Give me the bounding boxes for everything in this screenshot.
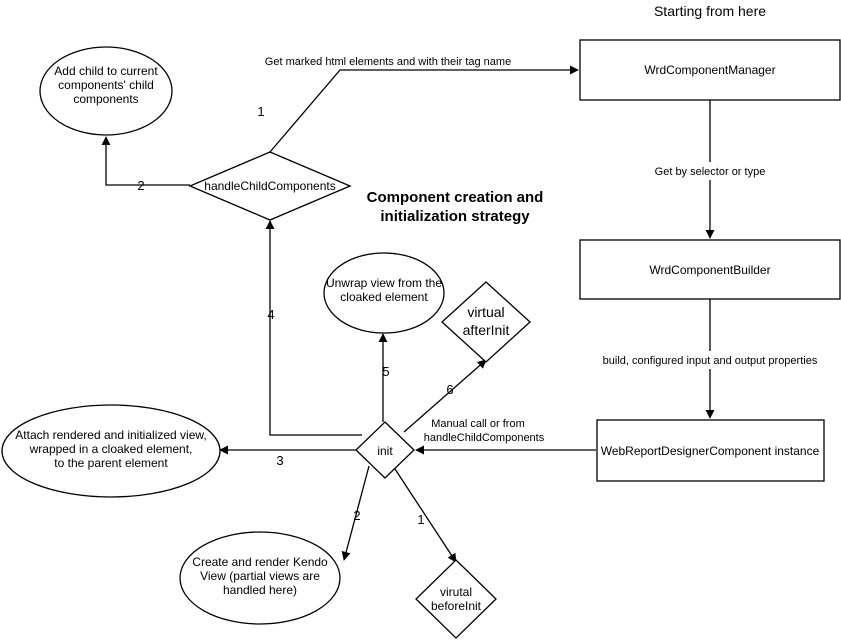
node-label-instance: WebReportDesignerComponent instance — [601, 444, 820, 458]
node-label-before-init-line2: beforeInit — [431, 599, 482, 613]
node-virtual-after-init — [441, 281, 531, 363]
node-label-unwrap-line2: cloaked element — [340, 290, 428, 304]
node-label-create-line2: View (partial views are — [200, 569, 320, 583]
node-label-after-init-line2: afterInit — [463, 322, 510, 338]
node-label-builder: WrdComponentBuilder — [649, 263, 770, 277]
node-label-attach-line1: Attach rendered and initialized view, — [15, 428, 206, 442]
diagram-title-line2: initialization strategy — [380, 208, 530, 225]
node-add-child — [39, 46, 173, 136]
edge-label-manual-call-line2: handleChildComponents — [424, 432, 545, 444]
node-attach-view — [1, 404, 221, 498]
node-create-kendo-view — [179, 531, 341, 625]
node-unwrap-view — [323, 252, 445, 334]
step-label-init-3: 3 — [276, 453, 283, 468]
node-label-manager: WrdComponentManager — [644, 63, 775, 77]
node-label-attach-line3: to the parent element — [54, 456, 168, 470]
edge-label-manual-call-line1: Manual call or from — [431, 418, 525, 430]
edge-step-2 — [341, 465, 370, 561]
node-label-add-child-line1: Add child to current — [54, 64, 158, 78]
step-label-hc-2: 2 — [137, 178, 144, 193]
node-label-create-line3: handled here) — [223, 583, 297, 597]
edge-step-1 — [392, 465, 457, 563]
edge-add-child — [101, 136, 190, 186]
step-label-init-2: 2 — [353, 508, 360, 523]
step-label-init-4: 4 — [267, 307, 274, 322]
node-label-handle-child: handleChildComponents — [204, 179, 335, 193]
node-label-add-child-line2: components' child — [58, 78, 154, 92]
node-label-add-child-line3: components — [73, 92, 138, 106]
edge-label-get-by-selector: Get by selector or type — [655, 166, 766, 178]
node-init — [355, 421, 415, 479]
node-label-before-init-line1: virutal — [440, 585, 472, 599]
starting-note: Starting from here — [654, 3, 766, 19]
diagram-title-line1: Component creation and — [367, 189, 544, 206]
node-label-init: init — [377, 444, 393, 458]
edge-step-6 — [403, 359, 487, 433]
node-component-instance — [596, 419, 825, 482]
edge-label-bg — [648, 162, 772, 180]
node-virtual-before-init — [415, 559, 497, 639]
node-handle-child-components — [188, 151, 352, 221]
node-label-attach-line2: wrapped in a cloaked element, — [29, 442, 193, 456]
edge-get-marked — [269, 65, 579, 153]
edge-step-4 — [265, 220, 362, 436]
node-label-create-line1: Create and render Kendo — [192, 555, 328, 569]
node-wrd-component-manager — [579, 39, 841, 101]
edge-label-get-marked: Get marked html elements and with their … — [265, 56, 511, 68]
edge-label-build: build, configured input and output prope… — [603, 355, 818, 367]
edge-label-bg — [600, 351, 822, 369]
step-label-init-6: 6 — [446, 382, 453, 397]
step-label-hc-1: 1 — [257, 104, 264, 119]
step-label-init-5: 5 — [382, 364, 389, 379]
step-label-init-1: 1 — [417, 512, 424, 527]
node-label-after-init-line1: virtual — [467, 304, 504, 320]
node-label-unwrap-line1: Unwrap view from the — [326, 276, 442, 290]
node-wrd-component-builder — [579, 239, 841, 300]
